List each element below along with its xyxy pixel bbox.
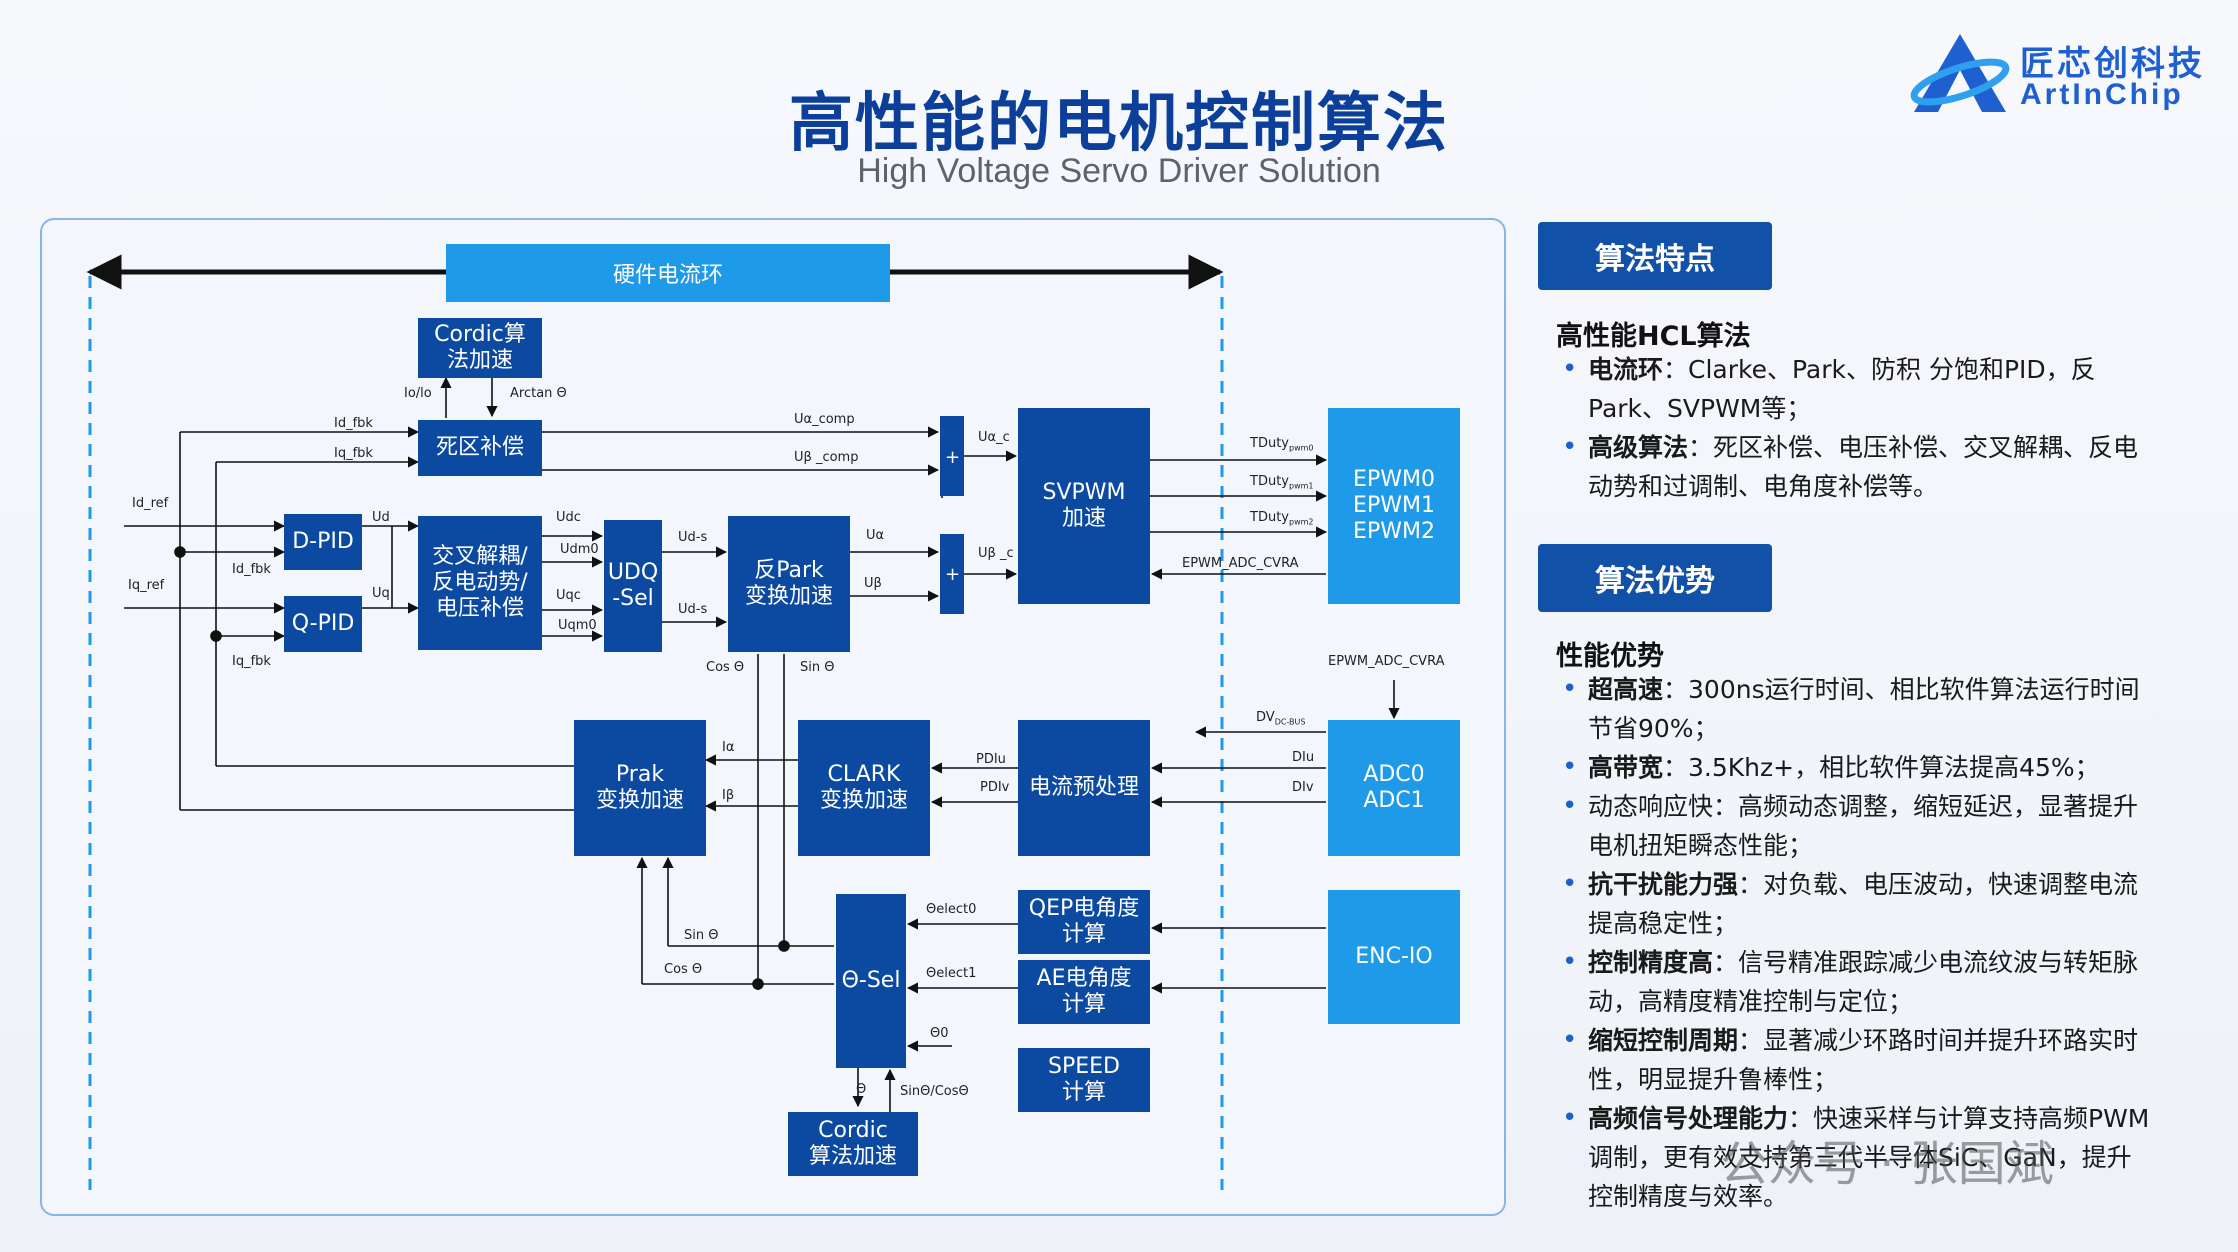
list-item: 高频信号处理能力：快速采样与计算支持高频PWM调制，更有效支持第三代半导体SiC… <box>1556 1099 2156 1216</box>
sig-ud-s-2: Ud-s <box>678 602 708 617</box>
sig-theta-elect0: Θelect0 <box>926 902 977 917</box>
advantages-heading: 性能优势 <box>1556 641 1664 672</box>
wechat-watermark: 公众号 · 张国斌 <box>1720 1136 2054 1192</box>
sig-tduty-pwm1: TDutypwm1 <box>1250 474 1314 491</box>
sig-udm0: Udm0 <box>560 542 599 557</box>
artinchip-logo: 匠芯创科技 ArtInChip <box>1910 30 2210 120</box>
sig-cos-theta-2: Cos Θ <box>664 962 703 977</box>
summer-ub <box>940 534 964 614</box>
decouple-comp-block: 交叉解耦/ 反电动势/ 电压补偿 <box>418 516 542 650</box>
summer-ub-plus: + <box>945 564 961 585</box>
q-pid-block: Q-PID <box>284 596 362 652</box>
sig-id-fbk-top: Id_fbk <box>334 416 373 431</box>
sig-id-fbk-mid: Id_fbk <box>232 562 271 577</box>
enc-io-block: ENC-IO <box>1328 890 1460 1024</box>
sig-ub-c: Uβ _c <box>978 546 1014 561</box>
theta-sel-block: Θ-Sel <box>836 894 906 1068</box>
sig-pdiu: PDIu <box>976 752 1006 767</box>
sig-iq-ref: Iq_ref <box>128 578 165 593</box>
sig-theta-elect1: Θelect1 <box>926 966 977 981</box>
sig-tduty-pwm0: TDutypwm0 <box>1250 436 1314 453</box>
sig-cos-theta-1: Cos Θ <box>706 660 745 675</box>
d-pid-block: D-PID <box>284 514 362 570</box>
sig-uqm0: Uqm0 <box>558 618 597 633</box>
sig-io-lo: Io/lo <box>404 386 432 401</box>
features-list: 电流环：Clarke、Park、防积 分饱和PID，反Park、SVPWM等； … <box>1556 350 2156 506</box>
ae-angle-block: AE电角度 计算 <box>1018 960 1150 1024</box>
udq-sel-block: UDQ -Sel <box>604 520 662 652</box>
svpwm-block: SVPWM 加速 <box>1018 408 1150 604</box>
summer-ua-plus: + <box>945 447 961 468</box>
sig-sincos-theta: SinΘ/CosΘ <box>900 1084 969 1099</box>
list-item: 电流环：Clarke、Park、防积 分饱和PID，反Park、SVPWM等； <box>1556 350 2156 428</box>
list-item: 动态响应快：高频动态调整，缩短延迟，显著提升电机扭矩瞬态性能； <box>1556 787 2156 865</box>
list-item: 超高速：300ns运行时间、相比软件算法运行时间节省90%； <box>1556 670 2156 748</box>
logo-en-text: ArtInChip <box>2020 78 2184 111</box>
sig-udc: Udc <box>556 510 581 525</box>
sig-dv-dcbus: DVDC-BUS <box>1256 710 1306 727</box>
sig-ub-comp: Uβ _comp <box>794 450 859 465</box>
sig-div: DIv <box>1292 780 1314 795</box>
hardware-current-loop-bar: 硬件电流环 <box>446 244 890 302</box>
park-block: Prak 变换加速 <box>574 720 706 856</box>
sig-ibeta: Iβ <box>722 788 735 803</box>
artinchip-logo-icon <box>1910 34 2010 112</box>
features-heading: 高性能HCL算法 <box>1556 321 1751 352</box>
cordic-accel-top: Cordic算 法加速 <box>418 318 542 378</box>
page-subtitle: High Voltage Servo Driver Solution <box>857 152 1381 190</box>
sig-id-ref: Id_ref <box>132 496 169 511</box>
sig-pdiv: PDIv <box>980 780 1010 795</box>
sig-uq: Uq <box>372 586 390 601</box>
sig-ub: Uβ <box>864 576 882 591</box>
sig-epwm-adc-cvra-1: EPWM_ADC_CVRA <box>1182 556 1299 571</box>
sig-sin-theta-1: Sin Θ <box>800 660 835 675</box>
current-preproc-block: 电流预处理 <box>1018 720 1150 856</box>
adc-block: ADC0 ADC1 <box>1328 720 1460 856</box>
summer-ua <box>940 416 964 496</box>
list-item: 控制精度高：信号精准跟踪减少电流纹波与转矩脉动，高精度精准控制与定位； <box>1556 943 2156 1021</box>
sig-theta0: Θ0 <box>930 1026 949 1041</box>
speed-calc-block: SPEED 计算 <box>1018 1048 1150 1112</box>
advantages-list: 超高速：300ns运行时间、相比软件算法运行时间节省90%； 高带宽：3.5Kh… <box>1556 670 2156 1216</box>
epwm-block: EPWM0 EPWM1 EPWM2 <box>1328 408 1460 604</box>
sig-uqc: Uqc <box>556 588 581 603</box>
list-item: 高级算法：死区补偿、电压补偿、交叉解耦、反电动势和过调制、电角度补偿等。 <box>1556 428 2156 506</box>
sig-arctan: Arctan Θ <box>510 386 567 401</box>
sig-ialpha: Iα <box>722 740 735 755</box>
sig-sin-theta-2: Sin Θ <box>684 928 719 943</box>
inverse-park-block: 反Park 变换加速 <box>728 516 850 652</box>
list-item: 抗干扰能力强：对负载、电压波动，快速调整电流提高稳定性； <box>1556 865 2156 943</box>
sig-iq-fbk-mid: Iq_fbk <box>232 654 271 669</box>
sig-ua-comp: Uα_comp <box>794 412 855 427</box>
page-title: 高性能的电机控制算法 <box>789 87 1449 161</box>
algorithm-features-tag: 算法特点 <box>1538 222 1772 290</box>
cordic-accel-bottom: Cordic 算法加速 <box>788 1112 918 1176</box>
clark-block: CLARK 变换加速 <box>798 720 930 856</box>
diagram-panel <box>40 218 1506 1216</box>
sig-ud-s-1: Ud-s <box>678 530 708 545</box>
list-item: 高带宽：3.5Khz+，相比软件算法提高45%； <box>1556 748 2156 787</box>
sig-iq-fbk-top: Iq_fbk <box>334 446 373 461</box>
sig-theta: Θ <box>856 1082 867 1097</box>
deadzone-comp-block: 死区补偿 <box>418 420 542 476</box>
algorithm-advantages-tag: 算法优势 <box>1538 544 1772 612</box>
sig-ud: Ud <box>372 510 390 525</box>
sig-epwm-adc-cvra-2: EPWM_ADC_CVRA <box>1328 654 1445 669</box>
sig-tduty-pwm2: TDutypwm2 <box>1250 510 1314 527</box>
sig-diu: DIu <box>1292 750 1315 765</box>
qep-angle-block: QEP电角度 计算 <box>1018 890 1150 954</box>
sig-ua: Uα <box>866 528 885 543</box>
logo-cn-text: 匠芯创科技 <box>2020 44 2205 84</box>
sig-ua-c: Uα_c <box>978 430 1010 445</box>
list-item: 缩短控制周期：显著减少环路时间并提升环路实时性，明显提升鲁棒性； <box>1556 1021 2156 1099</box>
